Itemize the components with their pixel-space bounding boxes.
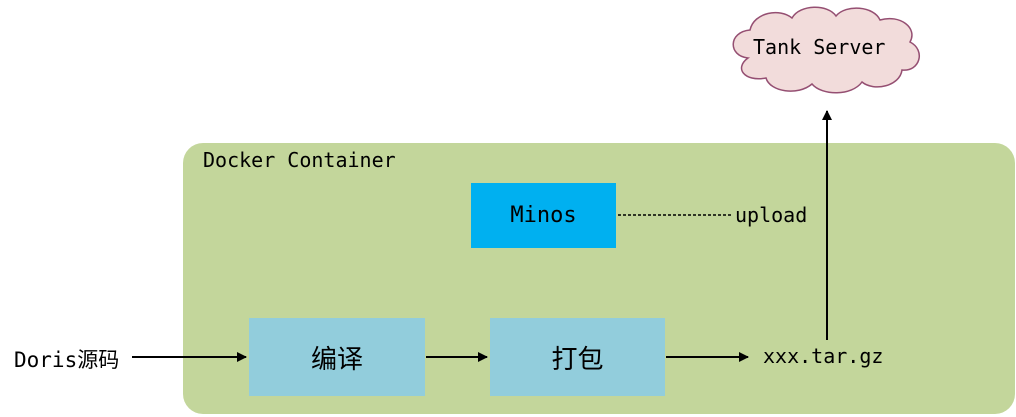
upload-label: upload [735, 203, 808, 227]
compile-label: 编译 [310, 344, 363, 375]
source-label: Doris源码 [14, 348, 120, 372]
minos-label: Minos [510, 203, 577, 228]
tank-server-label: Tank Server [753, 35, 886, 59]
docker-container-label: Docker Container [203, 148, 396, 172]
package-label: 打包 [551, 344, 604, 375]
tank-server-cloud [732, 6, 920, 94]
minos-box: Minos [471, 183, 616, 248]
compile-box: 编译 [249, 318, 425, 396]
artifact-label: xxx.tar.gz [763, 344, 884, 368]
package-box: 打包 [490, 318, 665, 396]
